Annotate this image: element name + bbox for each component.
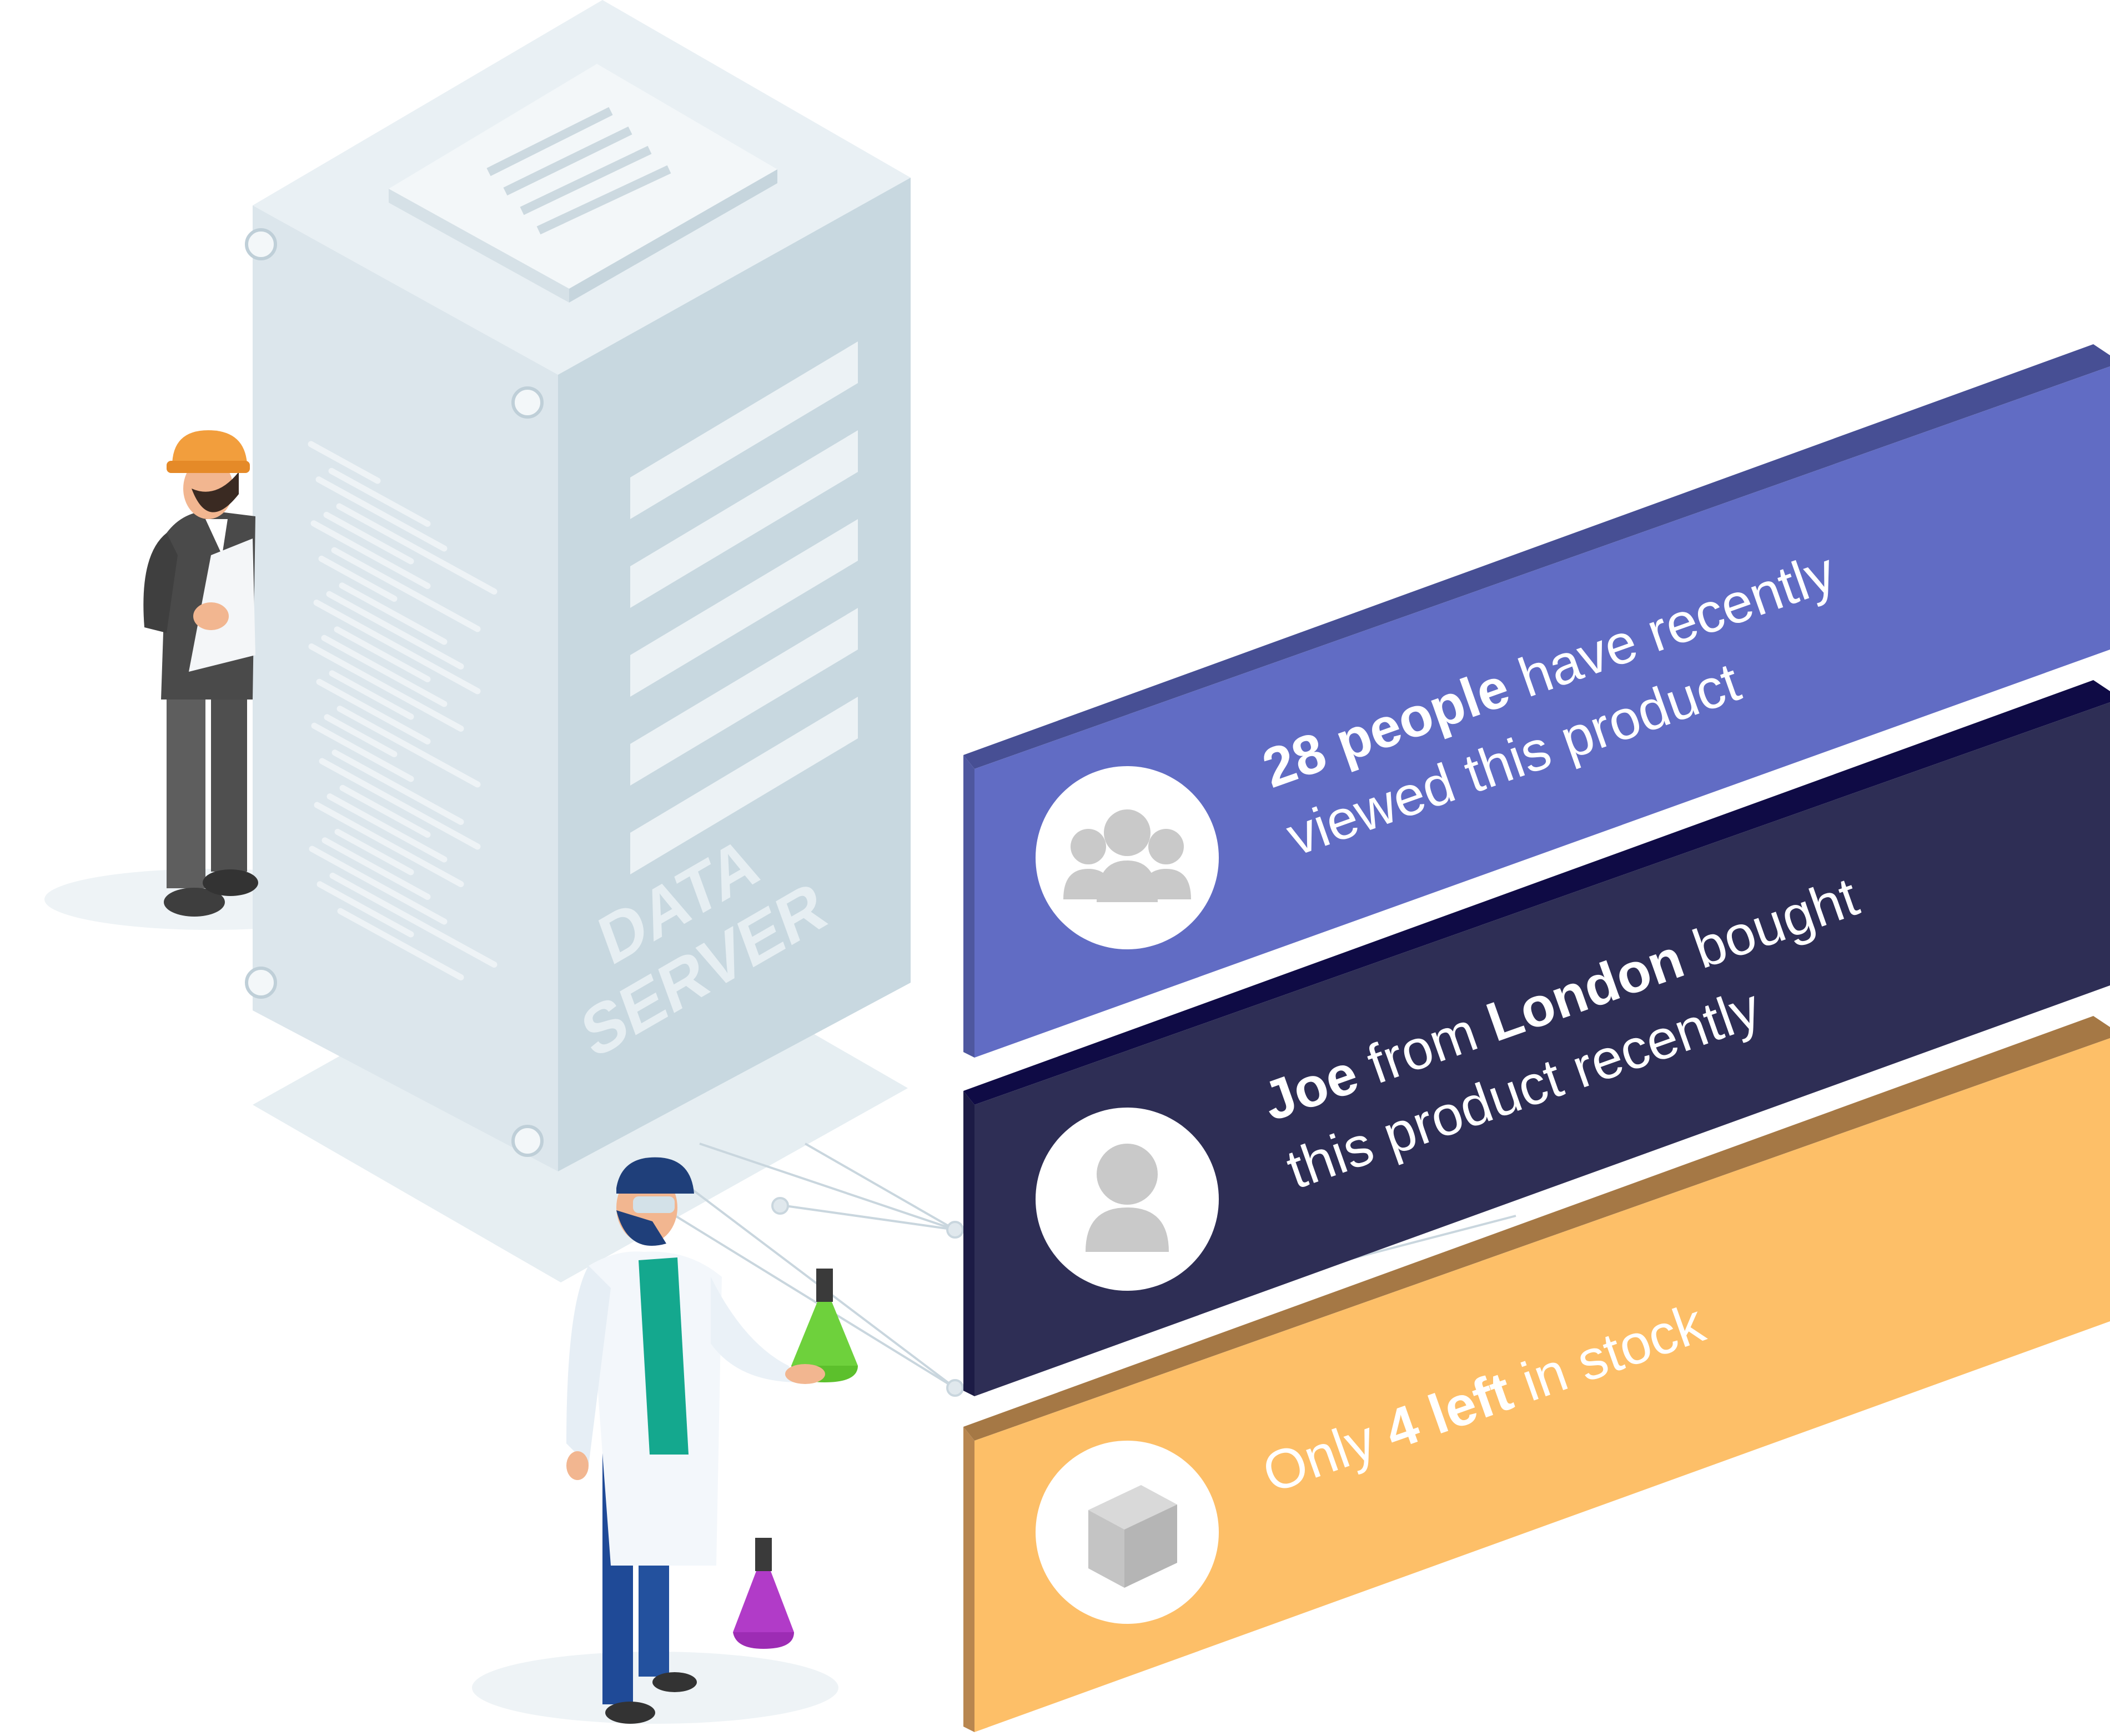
server-text-line	[334, 626, 431, 682]
server-text-line	[337, 908, 464, 980]
card-stock-top	[963, 1016, 2110, 1441]
top-plate-stripes	[486, 107, 671, 235]
server-text-line	[326, 793, 448, 863]
card-views-icon-circle	[1036, 766, 1219, 949]
server-text-line	[328, 467, 431, 527]
server-side-face	[558, 178, 911, 1171]
server-text-line	[309, 846, 448, 925]
server-text-line	[319, 758, 481, 850]
server-top-plate	[389, 64, 777, 289]
card-stock-front	[974, 1038, 2110, 1732]
server-text-line	[339, 784, 431, 838]
server-text-line	[308, 643, 464, 732]
server-text-line	[329, 670, 414, 720]
user-icon	[1086, 1144, 1169, 1252]
server-text-line	[310, 520, 431, 589]
card-purchase-top	[963, 680, 2110, 1105]
purple-flask	[733, 1538, 794, 1649]
scientist-figure	[566, 1157, 858, 1724]
card-stock: Only 4 left in stock	[963, 1016, 2110, 1732]
server-text-line	[318, 555, 398, 602]
server-text-line	[326, 591, 464, 670]
server-text-line	[336, 503, 498, 595]
card-views-front	[974, 366, 2110, 1058]
server-text-line	[336, 706, 481, 788]
green-flask	[785, 1269, 858, 1384]
card-purchase-front	[974, 702, 2110, 1396]
box-icon	[1088, 1485, 1177, 1588]
server-text-line	[313, 600, 481, 695]
server-text-line	[311, 722, 414, 782]
server-text-line	[334, 828, 414, 875]
server-text-line	[321, 837, 431, 900]
server-text-line	[324, 714, 398, 757]
server-text-line	[339, 582, 448, 645]
server-text-line	[331, 749, 464, 825]
server-text-line	[321, 635, 448, 707]
server-text-line	[316, 881, 414, 938]
server-bolts	[245, 228, 544, 1157]
server-text-line	[323, 511, 414, 565]
server-side-bars	[630, 341, 858, 874]
server-text-line	[308, 441, 381, 484]
card-views-top	[963, 344, 2110, 769]
server-front-face	[253, 205, 558, 1171]
people-group-icon	[1063, 809, 1191, 902]
data-server: DATA SERVER	[245, 0, 911, 1171]
server-text-line	[316, 678, 431, 744]
server-text-line	[314, 802, 464, 887]
server-text-line	[315, 476, 448, 552]
server-front-text-lines	[308, 441, 498, 980]
engineer-paper	[189, 539, 255, 672]
server-text-line	[331, 547, 481, 632]
engineer-figure	[143, 430, 258, 917]
server-text-line	[329, 872, 498, 968]
